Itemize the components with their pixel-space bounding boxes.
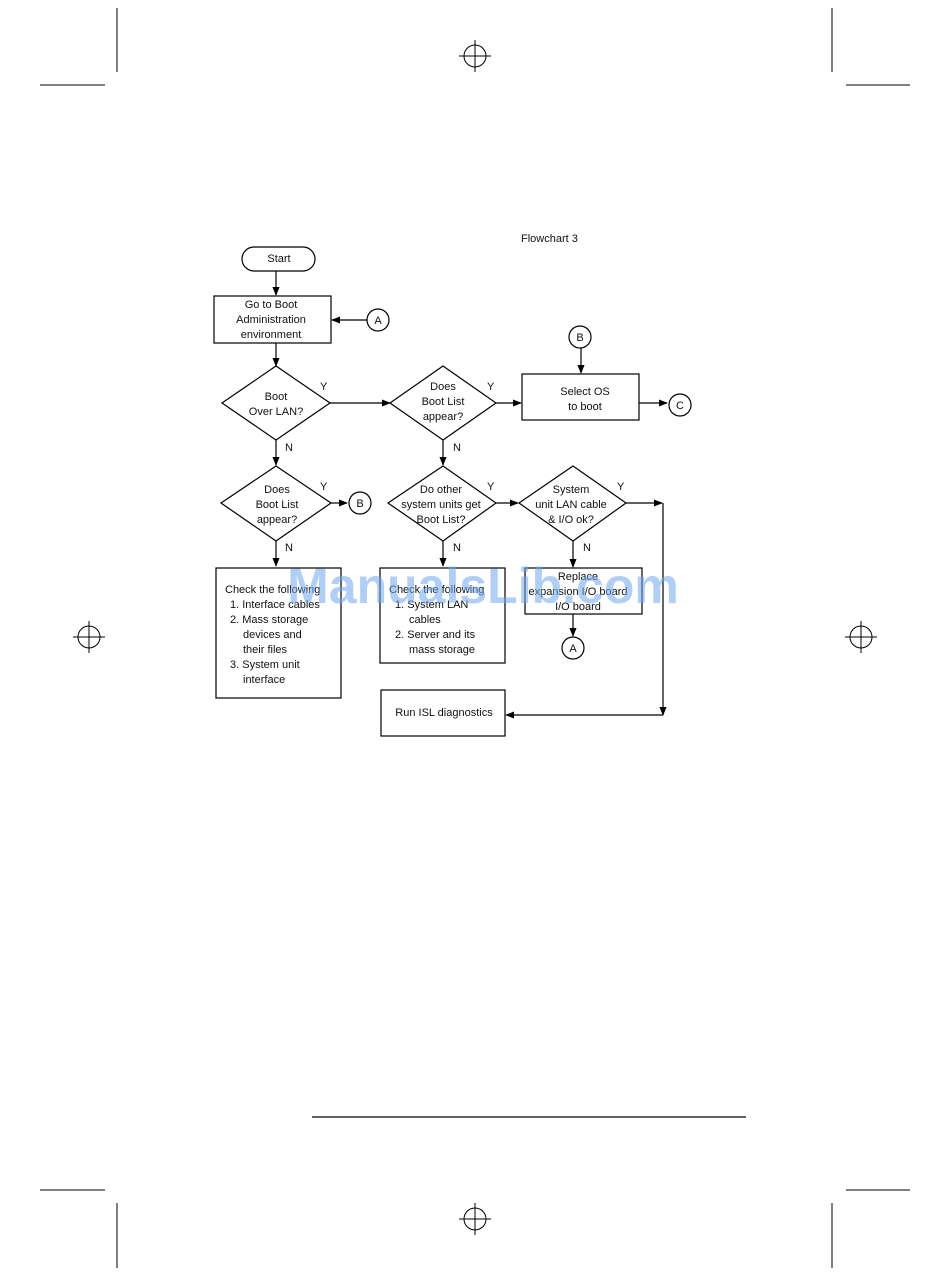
flowchart-caption: Flowchart 3 xyxy=(521,233,578,245)
node-run-isl: Run ISL diagnostics xyxy=(380,689,506,737)
yes-label: Y xyxy=(487,381,495,393)
node-start: Start xyxy=(241,246,316,272)
node-label: Run ISL diagnostics xyxy=(395,707,493,719)
connector-b1: B xyxy=(348,491,372,515)
no-label: N xyxy=(583,542,591,554)
no-label: N xyxy=(285,442,293,454)
connector-label: A xyxy=(374,315,382,327)
flow-edges xyxy=(272,271,668,719)
branch-labels: Y N Y N Y N Y N Y N xyxy=(285,381,625,554)
yes-label: Y xyxy=(617,481,625,493)
no-label: N xyxy=(453,542,461,554)
node-label: Start xyxy=(267,253,290,265)
registration-target-icon xyxy=(845,621,877,653)
connector-label: C xyxy=(676,400,684,412)
connector-c: C xyxy=(668,393,692,417)
connector-label: B xyxy=(576,332,583,344)
registration-target-icon xyxy=(73,621,105,653)
connector-a1: A xyxy=(366,308,390,332)
watermark: ManualsLib.com xyxy=(287,558,679,614)
no-label: N xyxy=(453,442,461,454)
registration-target-icon xyxy=(459,40,491,72)
connector-label: A xyxy=(569,643,577,655)
no-label: N xyxy=(285,542,293,554)
yes-label: Y xyxy=(320,381,328,393)
crop-marks xyxy=(40,8,910,1268)
yes-label: Y xyxy=(487,481,495,493)
registration-target-icon xyxy=(459,1203,491,1235)
connector-a2: A xyxy=(561,636,585,660)
connector-b2: B xyxy=(568,325,592,349)
connector-label: B xyxy=(356,498,363,510)
yes-label: Y xyxy=(320,481,328,493)
